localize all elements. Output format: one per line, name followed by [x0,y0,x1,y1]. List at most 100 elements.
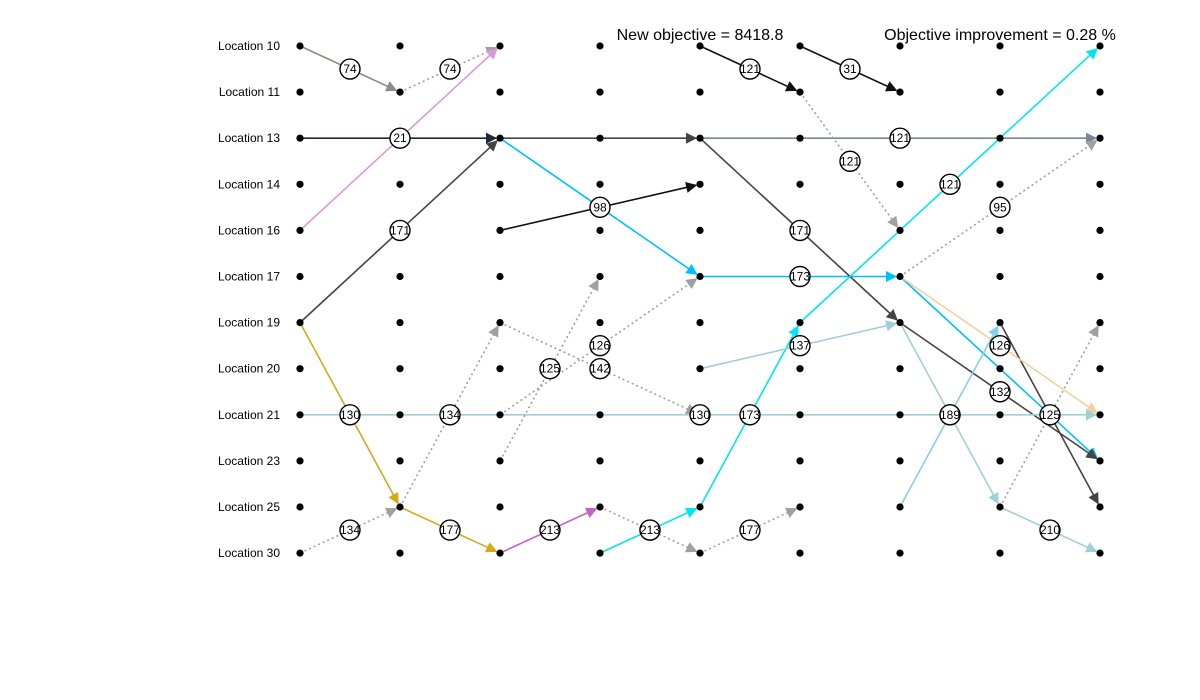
badge-label: 213 [640,523,660,537]
grid-node [996,134,1004,142]
grid-node [596,503,604,511]
duration-badge: 134 [439,404,461,426]
grid-node [1096,88,1104,96]
badge-circle [739,58,761,80]
grid-node [1096,549,1104,557]
grid-node [596,134,604,142]
grid-node [996,503,1004,511]
badge-label: 134 [440,408,460,422]
badge-circle [589,334,611,357]
grid-node [296,457,304,465]
duration-badge: 125 [1039,404,1061,426]
grid-node [596,411,604,419]
grid-node [296,319,304,327]
grid-node [1096,180,1104,188]
badge-circle [389,127,411,149]
location-label: Location 25 [218,500,280,514]
badge-circle [939,404,961,426]
badge-circle [339,58,361,80]
badge-label: 126 [590,339,610,353]
badge-label: 125 [1040,408,1060,422]
duration-badge: 98 [589,196,611,219]
grid-node [796,411,804,419]
duration-badge: 121 [839,150,861,172]
location-label: Location 10 [218,39,280,53]
badge-circle [589,196,611,219]
grid-node [1096,134,1104,142]
grid-node [1096,411,1104,419]
grid-node [396,457,404,465]
grid-node [1096,226,1104,234]
grid-node [296,503,304,511]
grid-node [1096,42,1104,50]
grid-node [896,411,904,419]
duration-badge: 121 [939,173,961,196]
duration-badge: 137 [789,334,811,357]
grid-node [496,42,504,50]
grid-node [796,549,804,557]
grid-node [696,503,704,511]
badge-label: 213 [540,523,560,537]
grid-node [796,88,804,96]
grid-node [896,42,904,50]
grid-node [496,411,504,419]
grid-node [596,319,604,327]
grid-node [996,226,1004,234]
badge-label: 171 [790,223,810,237]
grid-node [496,226,504,234]
grid-nodes [296,42,1104,557]
location-label: Location 23 [218,454,280,468]
grid-node [696,42,704,50]
duration-badge: 74 [339,58,361,80]
badge-label: 95 [993,200,1007,214]
badge-label: 121 [940,177,960,191]
grid-node [996,549,1004,557]
grid-node [596,88,604,96]
grid-node [596,180,604,188]
grid-node [1096,503,1104,511]
grid-node [796,457,804,465]
location-label: Location 17 [218,270,280,284]
grid-node [696,549,704,557]
badge-label: 121 [840,154,860,168]
badge-circle [1039,519,1061,541]
grid-node [796,42,804,50]
badge-circle [539,358,561,380]
badge-circle [989,381,1011,403]
badge-circle [589,358,611,380]
duration-badge: 95 [989,196,1011,219]
badge-label: 126 [990,339,1010,353]
grid-node [996,42,1004,50]
grid-node [896,319,904,327]
location-label: Location 21 [218,408,280,422]
duration-badge: 189 [939,404,961,426]
badge-label: 130 [340,408,360,422]
duration-badge: 74 [439,58,461,80]
location-label: Location 11 [219,85,280,99]
badge-circle [439,404,461,426]
grid-node [296,134,304,142]
grid-node [1096,319,1104,327]
grid-node [496,134,504,142]
grid-node [696,319,704,327]
badge-circle [539,519,561,541]
badge-label: 132 [990,385,1010,399]
badge-label: 177 [740,523,760,537]
duration-badge: 130 [339,404,361,426]
location-label: Location 30 [218,546,280,560]
duration-badge: 213 [539,519,561,541]
duration-badge: 213 [639,519,661,541]
grid-node [596,42,604,50]
badge-label: 173 [740,408,760,422]
route-edges [299,45,1099,554]
grid-node [996,180,1004,188]
grid-node [596,549,604,557]
grid-node [996,365,1004,373]
grid-node [696,134,704,142]
duration-badge: 132 [989,381,1011,403]
grid-node [896,226,904,234]
route-edge [499,321,698,414]
badge-circle [789,265,811,288]
duration-badge: 177 [739,519,761,541]
